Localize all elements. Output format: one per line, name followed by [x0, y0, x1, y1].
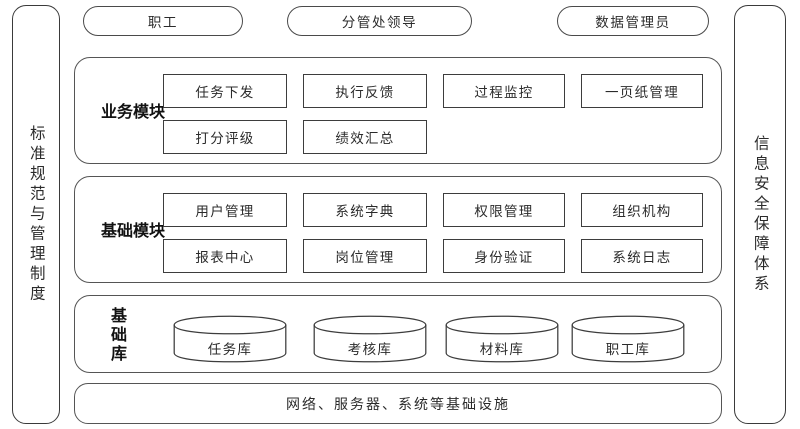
role-badge-employee[interactable]: 职工: [83, 6, 243, 36]
right-pillar-security: 信息安全保障体系: [734, 5, 786, 424]
module-box-label: 打分评级: [195, 131, 255, 147]
database-layer-label-wrap: 基础库: [97, 300, 137, 370]
module-box-label: 系统日志: [612, 250, 672, 266]
module-box-label: 岗位管理: [335, 250, 395, 266]
database-layer: 基础库 任务库 考核库 材料库: [74, 295, 722, 373]
database-cylinder-assessment[interactable]: 考核库: [313, 315, 427, 363]
module-box-identity-verification[interactable]: 身份验证: [443, 239, 565, 273]
infrastructure-label: 网络、服务器、系统等基础设施: [286, 396, 510, 413]
cylinder-icon: [445, 315, 559, 363]
left-pillar-standards: 标准规范与管理制度: [12, 5, 60, 424]
module-box-label: 绩效汇总: [335, 131, 395, 147]
business-module-layer-label-wrap: 业务模块: [95, 64, 166, 159]
base-module-layer-label-wrap: 基础模块: [95, 183, 166, 278]
business-module-layer: 业务模块 任务下发 执行反馈 过程监控 一页纸管理 打分评级 绩效汇总: [74, 57, 722, 164]
module-box-label: 报表中心: [195, 250, 255, 266]
database-cylinder-material[interactable]: 材料库: [445, 315, 559, 363]
module-box-execution-feedback[interactable]: 执行反馈: [303, 74, 427, 108]
module-box-process-monitor[interactable]: 过程监控: [443, 74, 565, 108]
role-badge-department-leader[interactable]: 分管处领导: [287, 6, 472, 36]
module-box-label: 过程监控: [474, 85, 534, 101]
module-box-performance-summary[interactable]: 绩效汇总: [303, 120, 427, 154]
module-box-label: 一页纸管理: [605, 85, 679, 101]
module-box-scoring-rating[interactable]: 打分评级: [163, 120, 287, 154]
module-box-label: 组织机构: [612, 204, 672, 220]
base-module-layer-label: 基础模块: [101, 220, 166, 240]
base-module-layer: 基础模块 用户管理 系统字典 权限管理 组织机构 报表中心 岗位管理 身份验证 …: [74, 176, 722, 283]
module-box-label: 身份验证: [474, 250, 534, 266]
module-box-report-center[interactable]: 报表中心: [163, 239, 287, 273]
database-cylinder-employee[interactable]: 职工库: [571, 315, 685, 363]
role-badge-label: 分管处领导: [341, 15, 418, 31]
module-box-position-management[interactable]: 岗位管理: [303, 239, 427, 273]
cylinder-icon: [571, 315, 685, 363]
module-box-one-page-management[interactable]: 一页纸管理: [581, 74, 703, 108]
role-badge-data-admin[interactable]: 数据管理员: [557, 6, 709, 36]
cylinder-icon: [173, 315, 287, 363]
module-box-system-dictionary[interactable]: 系统字典: [303, 193, 427, 227]
database-cylinder-task[interactable]: 任务库: [173, 315, 287, 363]
module-box-label: 系统字典: [335, 204, 395, 220]
left-pillar-label: 标准规范与管理制度: [27, 124, 46, 305]
module-box-user-management[interactable]: 用户管理: [163, 193, 287, 227]
database-layer-label: 基础库: [108, 306, 127, 364]
business-module-layer-label: 业务模块: [101, 101, 166, 121]
module-box-label: 权限管理: [474, 204, 534, 220]
module-box-system-log[interactable]: 系统日志: [581, 239, 703, 273]
right-pillar-label: 信息安全保障体系: [751, 134, 770, 295]
module-box-label: 执行反馈: [335, 85, 395, 101]
module-box-label: 任务下发: [195, 85, 255, 101]
role-badge-label: 职工: [147, 15, 179, 31]
role-badge-label: 数据管理员: [595, 15, 671, 31]
module-box-task-dispatch[interactable]: 任务下发: [163, 74, 287, 108]
module-box-permission-management[interactable]: 权限管理: [443, 193, 565, 227]
module-box-organization-structure[interactable]: 组织机构: [581, 193, 703, 227]
module-box-label: 用户管理: [195, 204, 255, 220]
cylinder-icon: [313, 315, 427, 363]
infrastructure-bar: 网络、服务器、系统等基础设施: [74, 383, 722, 424]
